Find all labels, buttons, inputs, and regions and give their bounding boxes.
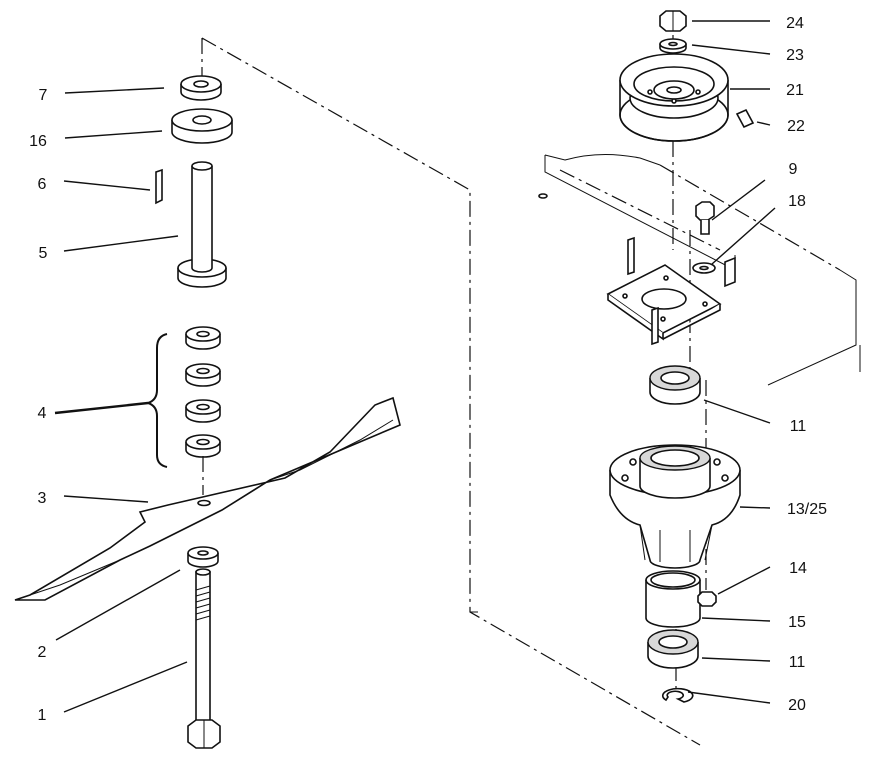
washer-part-23 [659, 38, 687, 54]
callout-6: 6 [38, 176, 47, 193]
callout-1: 1 [38, 707, 47, 724]
nut-part-14 [697, 591, 717, 607]
callout-22: 22 [787, 118, 805, 135]
callout-21: 21 [786, 82, 804, 99]
spacer-part-5 [177, 161, 227, 288]
nut-part-24 [659, 10, 687, 32]
callout-13-25: 13/25 [787, 501, 827, 518]
brace-part-4 [144, 333, 168, 468]
bearing-part-11-upper [649, 365, 701, 405]
callout-16: 16 [29, 133, 47, 150]
washer-part-7 [180, 75, 222, 101]
callout-2: 2 [38, 644, 47, 661]
callout-9: 9 [789, 161, 798, 178]
washer-part-2 [187, 546, 219, 568]
deck-outline [201, 37, 861, 746]
callout-3: 3 [38, 490, 47, 507]
callout-18: 18 [788, 193, 806, 210]
mounting-plate [606, 264, 722, 346]
washer-part-16 [171, 108, 233, 144]
snapring-part-20 [661, 687, 694, 703]
lockwasher-part-18 [692, 262, 716, 274]
callout-11-lower: 11 [789, 654, 806, 671]
callout-15: 15 [788, 614, 806, 631]
callout-20: 20 [788, 697, 806, 714]
deck-plate [538, 153, 841, 288]
blade-part-3 [14, 396, 401, 601]
callout-11-upper: 11 [790, 418, 807, 435]
callout-7: 7 [39, 87, 48, 104]
pulley-part-21 [619, 53, 729, 142]
housing-part-13-25 [609, 444, 741, 569]
callout-labels: 7 16 6 5 4 3 2 1 24 23 21 22 9 18 11 13/… [29, 15, 827, 724]
washer-stack-part-4 [185, 326, 221, 458]
bearing-part-11-lower [647, 629, 699, 669]
callout-14: 14 [789, 560, 807, 577]
bolt-part-9 [695, 201, 715, 235]
callout-23: 23 [786, 47, 804, 64]
callout-4: 4 [38, 405, 47, 422]
bolt-part-1 [187, 568, 221, 749]
setscrew-part-22 [735, 108, 755, 129]
key-part-6 [155, 168, 163, 205]
leader-lines [54, 20, 776, 713]
callout-5: 5 [39, 245, 48, 262]
callout-24: 24 [786, 15, 804, 32]
spacer-part-15 [645, 570, 701, 628]
